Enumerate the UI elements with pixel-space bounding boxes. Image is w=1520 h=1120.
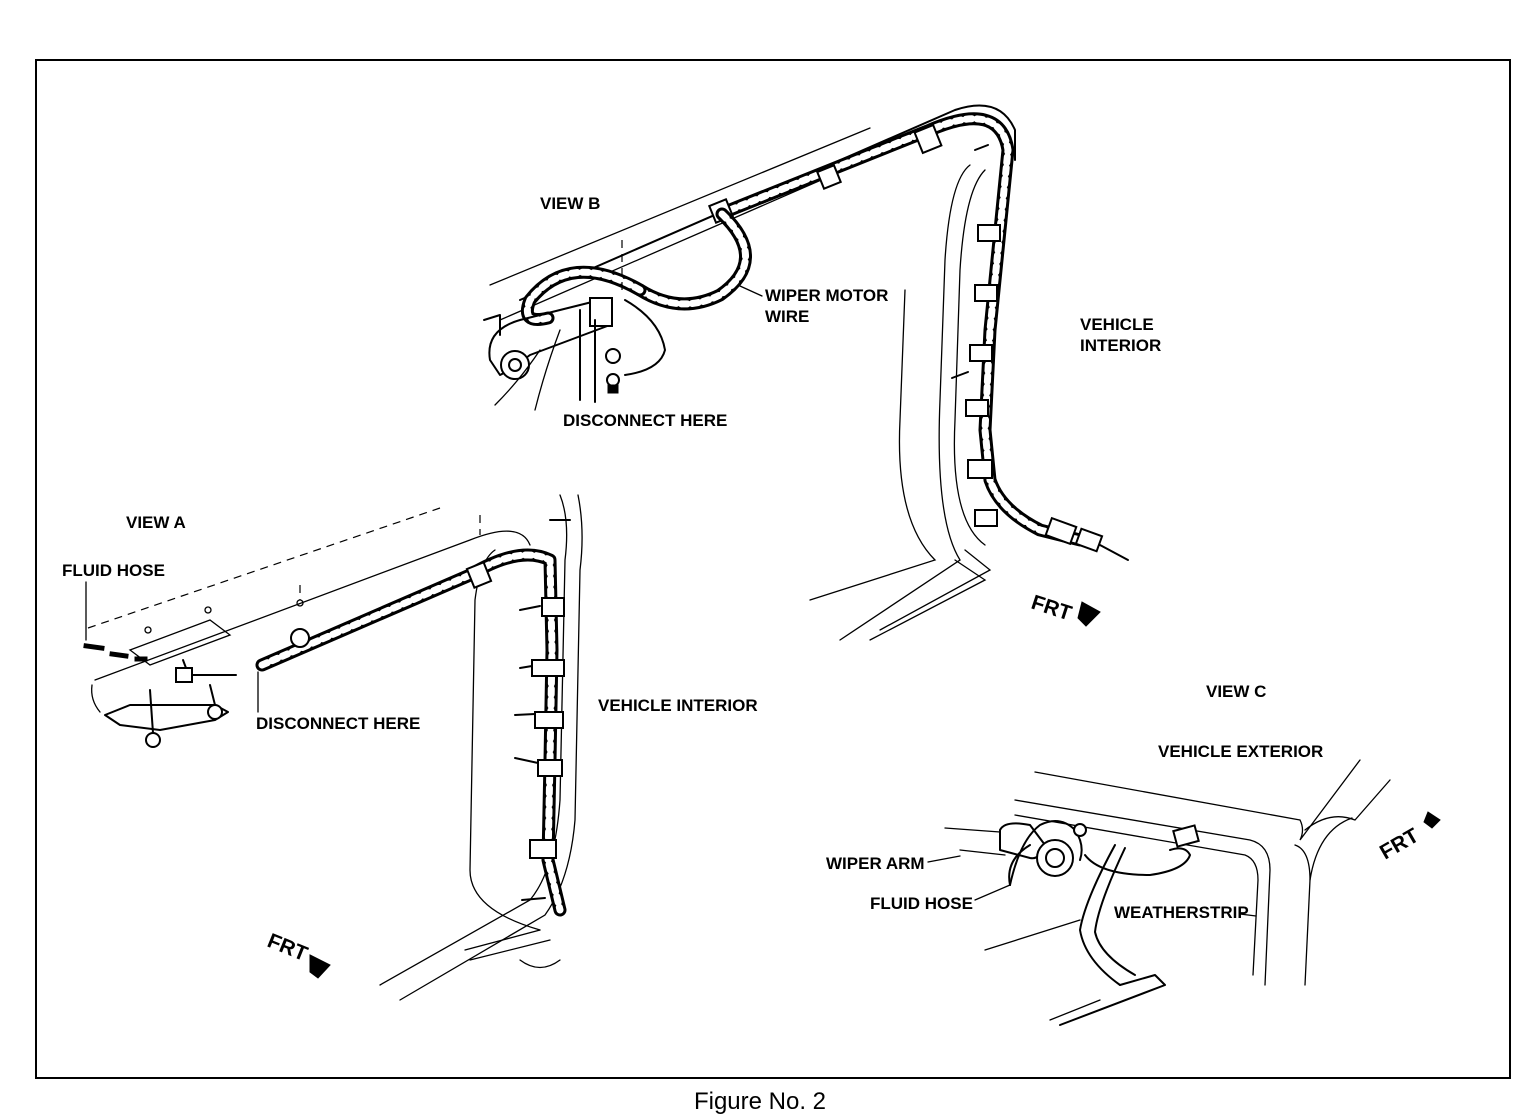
figure-border xyxy=(35,59,1511,1079)
view-c-frt-label: FRT xyxy=(1376,824,1423,864)
view-c-weatherstrip-label: WEATHERSTRIP xyxy=(1114,903,1249,922)
frt-arrow-icon xyxy=(1423,811,1441,829)
frt-arrow-icon xyxy=(1077,601,1101,627)
view-b-disconnect-label: DISCONNECT HERE xyxy=(563,411,727,430)
view-b-drawing xyxy=(483,104,1129,641)
view-b-wiper-motor-label-2: WIRE xyxy=(765,307,809,326)
view-b-interior-label-2: INTERIOR xyxy=(1080,336,1161,355)
view-a-title: VIEW A xyxy=(126,513,186,532)
view-b-frt-label: FRT xyxy=(1028,591,1074,626)
view-c-wiper-arm-label: WIPER ARM xyxy=(826,854,925,873)
view-a-drawing xyxy=(83,494,583,1001)
view-b-interior-label-1: VEHICLE xyxy=(1080,315,1154,334)
view-a-disconnect-label: DISCONNECT HERE xyxy=(256,714,420,733)
view-c-title: VIEW C xyxy=(1206,682,1266,701)
view-a-interior-label: VEHICLE INTERIOR xyxy=(598,696,758,715)
view-b-wiper-motor-label-1: WIPER MOTOR xyxy=(765,286,888,305)
figure-caption: Figure No. 2 xyxy=(693,1088,827,1115)
view-a-fluid-hose-label: FLUID HOSE xyxy=(62,561,165,580)
view-a-frt-label: FRT xyxy=(264,929,311,966)
view-b-title: VIEW B xyxy=(540,194,600,213)
view-c-fluid-hose-label: FLUID HOSE xyxy=(870,894,973,913)
view-c-drawing xyxy=(944,759,1441,1026)
view-c-exterior-label: VEHICLE EXTERIOR xyxy=(1158,742,1323,761)
frt-arrow-icon xyxy=(309,954,331,979)
